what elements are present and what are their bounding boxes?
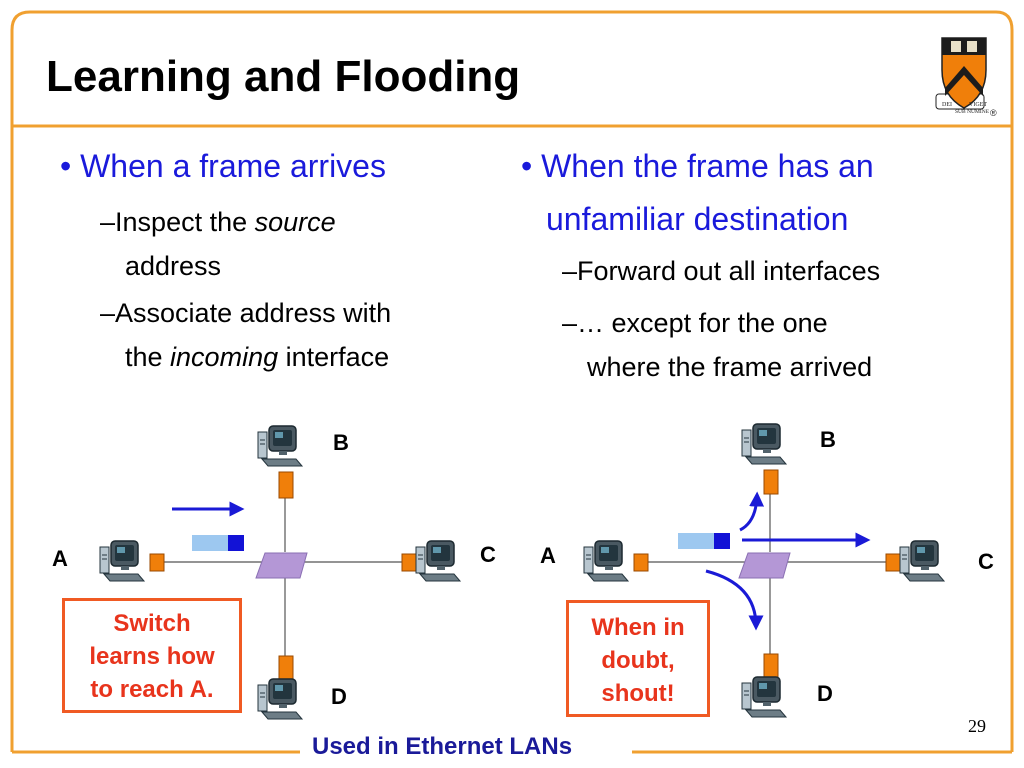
learning-host-label-c: C [480, 542, 496, 567]
port-b [278, 471, 294, 499]
port-c [885, 553, 901, 572]
dash: – [562, 256, 578, 286]
right-subitem-2: –… except for the one [562, 308, 828, 339]
logo-registered-mark: ® [990, 108, 997, 118]
text-line1: Forward out all interfaces [577, 256, 881, 286]
slide-frame [10, 10, 1014, 752]
right-subitem-1: –Forward out all interfaces [562, 256, 880, 287]
host-a-computer-icon [583, 540, 629, 582]
text-line1: … except for the one [577, 308, 828, 338]
logo-motto-right: VIGET [969, 102, 987, 108]
flooding-host-label-b: B [820, 427, 836, 452]
host-d-computer-icon [257, 678, 303, 720]
host-b-computer-icon [741, 423, 787, 465]
learning-host-label-d: D [331, 684, 347, 709]
left-subitem-2: –Associate address with [100, 298, 391, 329]
text-before: Inspect the [115, 207, 255, 237]
text-line1: Associate address with [115, 298, 392, 328]
page-number: 29 [968, 716, 986, 736]
host-a-computer-icon [99, 540, 145, 582]
frame-icon [192, 535, 244, 551]
note-line: learns how [89, 643, 215, 670]
dash: – [100, 298, 116, 328]
flooding-host-label-a: A [540, 543, 556, 568]
switch [738, 552, 791, 579]
note-line: Switch [113, 610, 191, 637]
left-subitem-1-cont: address [125, 251, 222, 281]
dash: – [562, 308, 578, 338]
learning-diagram [99, 425, 461, 720]
port-d [278, 655, 294, 681]
right-subitem-2-cont: where the frame arrived [587, 352, 873, 382]
learning-host-label-a: A [52, 546, 68, 571]
right-heading-line2: unfamiliar destination [546, 201, 849, 237]
left-heading: When a frame arrives [80, 148, 386, 184]
bullet-dot: • [60, 148, 72, 184]
note-line: When in [591, 614, 685, 641]
port-a [633, 553, 649, 572]
port-c [401, 553, 417, 572]
flooding-host-label-c: C [978, 549, 994, 574]
host-c-computer-icon [899, 540, 945, 582]
switch [255, 552, 308, 579]
port-d [763, 653, 779, 679]
host-b-computer-icon [257, 425, 303, 467]
flood-arrow-up [739, 491, 765, 532]
left-subitem-2-cont: the incoming interface [125, 342, 389, 373]
princeton-shield-logo: DEI SUB NUMINE VIGET ® [935, 37, 997, 118]
emphasis: incoming [170, 342, 279, 372]
emphasis: source [254, 207, 336, 237]
frame-icon [678, 533, 730, 549]
text-after: interface [278, 342, 390, 372]
right-bullet: • When the frame has an [521, 148, 874, 185]
note-line: shout! [601, 680, 675, 707]
host-d-computer-icon [741, 676, 787, 718]
learning-note: Switch learns how to reach A. [62, 598, 242, 713]
note-line: to reach A. [90, 676, 214, 703]
right-heading-line1: When the frame has an [541, 148, 874, 184]
text-before: the [125, 342, 171, 372]
port-b [763, 469, 779, 495]
host-c-computer-icon [415, 540, 461, 582]
slide-title: Learning and Flooding [46, 52, 521, 101]
logo-motto-left: DEI [942, 102, 952, 108]
logo-motto-mid: SUB NUMINE [955, 109, 990, 115]
flooding-note: When in doubt, shout! [566, 600, 710, 717]
learning-host-label-b: B [333, 430, 349, 455]
flooding-host-label-d: D [817, 681, 833, 706]
flooding-diagram [583, 423, 945, 718]
slide-footer: Used in Ethernet LANs [312, 733, 573, 760]
left-subitem-1: –Inspect the source [100, 207, 336, 238]
note-line: doubt, [601, 647, 675, 674]
left-bullet: • When a frame arrives [60, 148, 386, 185]
dash: – [100, 207, 116, 237]
flood-arrow-down [705, 569, 764, 631]
bullet-dot: • [521, 148, 533, 184]
port-a [149, 553, 165, 572]
